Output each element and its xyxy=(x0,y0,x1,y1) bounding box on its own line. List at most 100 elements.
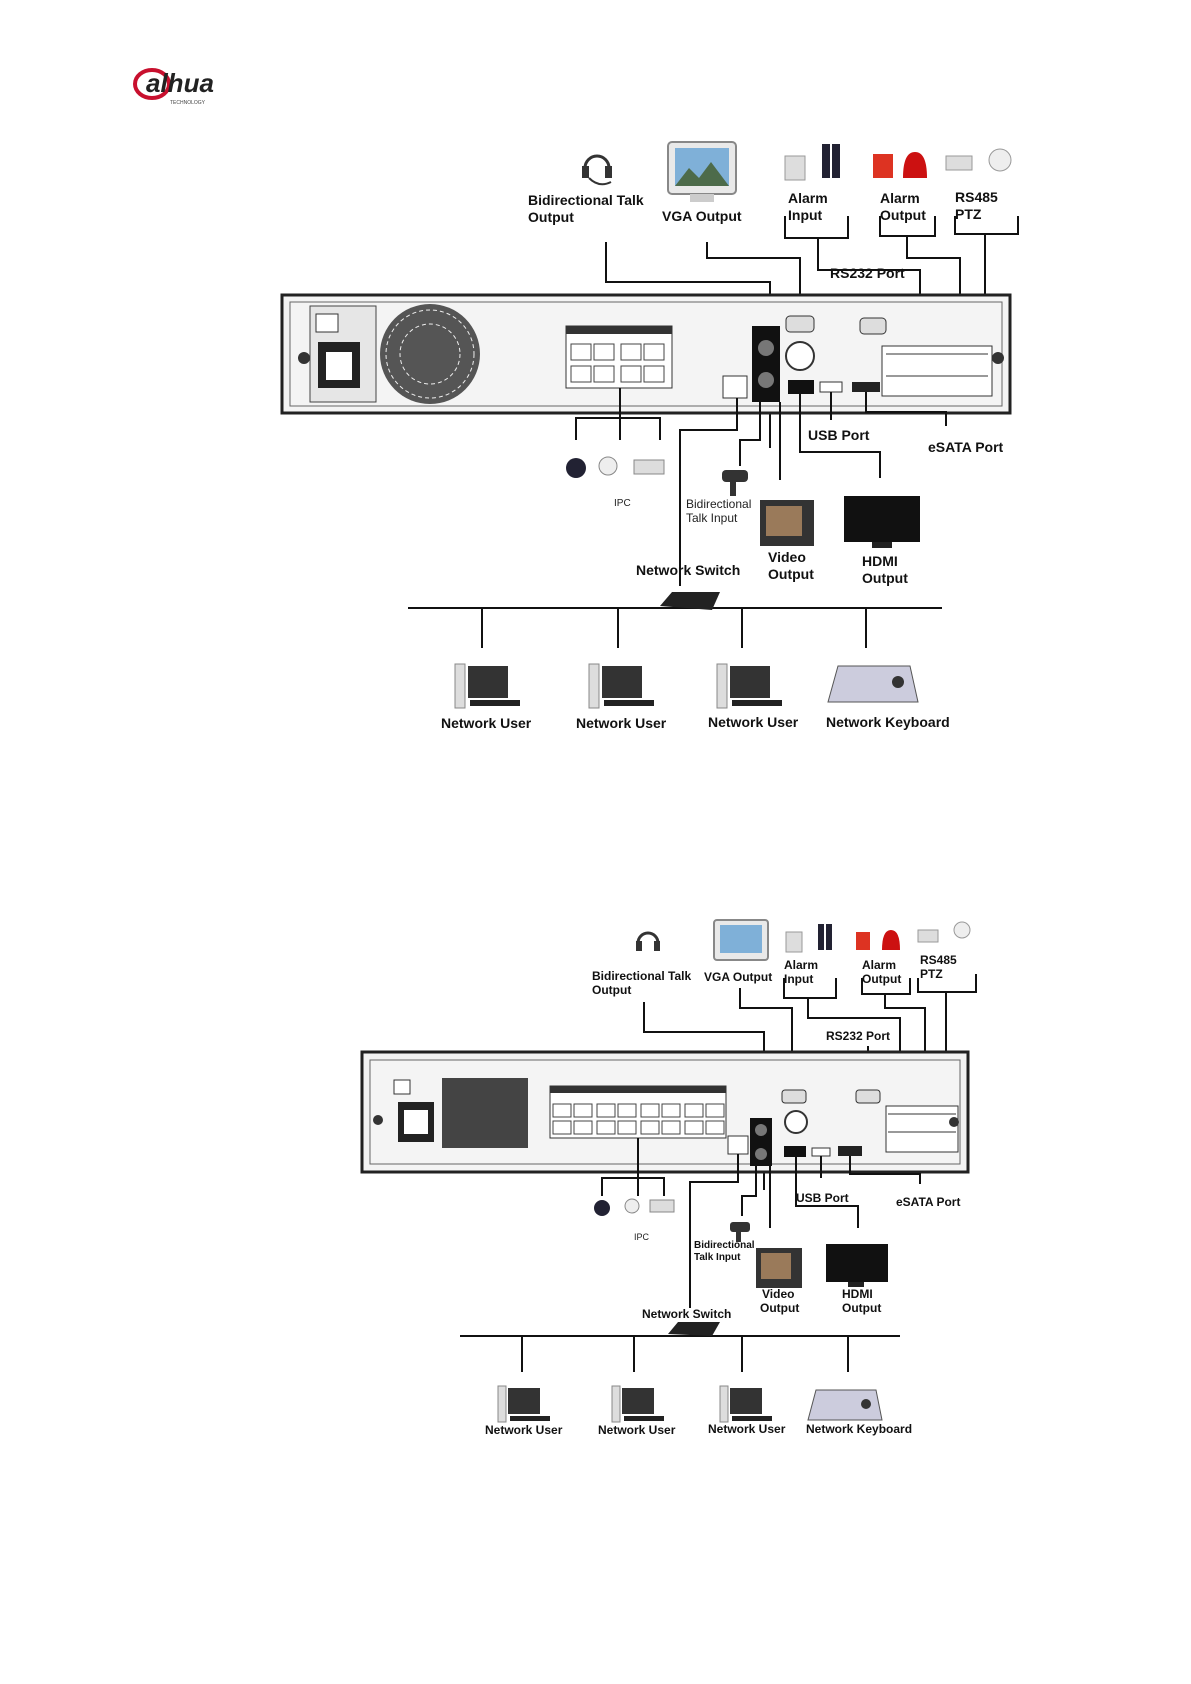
network-user-label: Network User xyxy=(576,715,667,731)
alarm-input-label-line2: Input xyxy=(784,972,813,986)
bidirectional-talk-output-label-line2: Output xyxy=(528,209,574,225)
rs232-port xyxy=(855,1089,881,1104)
nvr-rear-panel xyxy=(360,1050,970,1174)
video-monitor-icon xyxy=(756,1248,802,1288)
usb-port-label: USB Port xyxy=(808,427,870,443)
network-keyboard-label: Network Keyboard xyxy=(806,1422,912,1436)
bidirectional-talk-output-label: Bidirectional Talk xyxy=(528,192,644,208)
audio-ports xyxy=(752,326,780,402)
alarm-input-label: Alarm xyxy=(788,190,828,206)
alarm-output-label: Alarm xyxy=(880,190,920,206)
network-keyboard-icon xyxy=(807,1389,883,1421)
network-user-label: Network User xyxy=(441,715,532,731)
video-output-label-line2: Output xyxy=(768,566,814,582)
ptz-label: PTZ xyxy=(920,967,943,981)
network-switch-icon xyxy=(660,592,720,610)
rs232-port-label: RS232 Port xyxy=(830,265,905,281)
network-user-pc-icon xyxy=(716,663,782,709)
hdmi-output-label: HDMI xyxy=(842,1287,873,1301)
alarm-output-label-line2: Output xyxy=(880,207,926,223)
usb-port-label: USB Port xyxy=(796,1191,849,1205)
esata-port-label: eSATA Port xyxy=(896,1195,960,1209)
usb-port xyxy=(811,1147,831,1157)
network-user-pc-icon xyxy=(719,1385,772,1423)
network-keyboard-icon xyxy=(827,665,919,703)
network-user-label: Network User xyxy=(708,1422,786,1436)
alarm-siren-icon xyxy=(873,152,927,178)
hdmi-output-label: HDMI xyxy=(862,553,898,569)
video-monitor-icon xyxy=(760,500,814,546)
alarm-input-sensors-icon xyxy=(785,924,832,953)
nvr-rear-panel xyxy=(280,293,1012,415)
rs232-port-label: RS232 Port xyxy=(826,1029,890,1043)
network-user-label: Network User xyxy=(598,1423,676,1437)
vga-monitor-icon xyxy=(667,141,737,202)
rs232-port xyxy=(859,317,887,335)
network-user-pc-icon xyxy=(611,1385,664,1423)
ipc-label: IPC xyxy=(634,1232,650,1242)
network-user-label: Network User xyxy=(485,1423,563,1437)
ipc-cameras-icon xyxy=(594,1198,675,1216)
headset-icon xyxy=(636,931,660,951)
microphone-icon xyxy=(730,1222,750,1242)
video-out-port xyxy=(784,1110,808,1134)
network-port xyxy=(727,1135,749,1155)
alarm-input-label-line2: Input xyxy=(788,207,823,223)
ipc-cameras-icon xyxy=(566,456,665,478)
dahua-logo: alhua TECHNOLOGY xyxy=(133,68,214,106)
hdmi-output-label-line2: Output xyxy=(842,1301,881,1315)
network-switch-icon xyxy=(668,1322,720,1336)
rs485-label: RS485 xyxy=(955,189,998,205)
ptz-camera-icon xyxy=(917,921,971,943)
bidirectional-talk-input-label: Bidirectional xyxy=(694,1240,755,1251)
connection-diagram-8-poe: Bidirectional Talk Output VGA Output Ala… xyxy=(280,141,1019,731)
hdmi-output-label-line2: Output xyxy=(862,570,908,586)
bidirectional-talk-input-label-line2: Talk Input xyxy=(694,1252,741,1263)
hdmi-port xyxy=(784,1146,806,1157)
network-user-pc-icon xyxy=(588,663,654,709)
network-user-label: Network User xyxy=(708,714,799,730)
vga-output-label: VGA Output xyxy=(704,970,772,984)
alarm-output-label: Alarm xyxy=(862,958,896,972)
alarm-input-label: Alarm xyxy=(784,958,818,972)
alarm-input-sensors-icon xyxy=(784,144,840,181)
microphone-icon xyxy=(722,470,748,496)
network-user-pc-icon xyxy=(454,663,520,709)
bottom-connection-lines xyxy=(460,1138,921,1372)
video-output-label: Video xyxy=(768,549,806,565)
bidirectional-talk-output-label-line2: Output xyxy=(592,983,631,997)
vga-monitor-icon xyxy=(713,919,769,961)
logo-tagline: TECHNOLOGY xyxy=(170,100,206,106)
bidirectional-talk-input-label: Bidirectional xyxy=(686,497,751,511)
logo-wordmark: alhua xyxy=(146,68,214,98)
bidirectional-talk-input-label-line2: Talk Input xyxy=(686,511,738,525)
bidirectional-talk-output-label: Bidirectional Talk xyxy=(592,969,691,983)
esata-port xyxy=(852,382,880,392)
network-port xyxy=(722,375,748,399)
fan-vent-icon xyxy=(442,1078,528,1148)
fan-icon xyxy=(380,304,480,404)
alarm-output-label-line2: Output xyxy=(862,972,901,986)
video-output-label: Video xyxy=(762,1287,794,1301)
esata-port-label: eSATA Port xyxy=(928,439,1004,455)
network-switch-label: Network Switch xyxy=(636,562,740,578)
video-output-label-line2: Output xyxy=(760,1301,799,1315)
alarm-terminal-block xyxy=(885,1105,959,1153)
vga-output-label: VGA Output xyxy=(662,208,742,224)
connection-diagram-16-poe: Bidirectional Talk Output VGA Output Ala… xyxy=(360,919,977,1437)
bottom-connection-lines xyxy=(408,388,947,648)
esata-port xyxy=(838,1146,862,1156)
headset-icon xyxy=(582,154,612,186)
usb-port xyxy=(819,381,843,393)
network-keyboard-label: Network Keyboard xyxy=(826,714,950,730)
hdmi-port xyxy=(788,380,814,394)
network-user-pc-icon xyxy=(497,1385,550,1423)
ptz-label: PTZ xyxy=(955,206,982,222)
rs485-label: RS485 xyxy=(920,953,957,967)
ipc-label: IPC xyxy=(614,498,631,509)
vga-port xyxy=(781,1089,807,1104)
hdmi-tv-icon xyxy=(844,496,920,548)
logo-swoosh xyxy=(133,68,171,100)
video-out-port xyxy=(785,341,815,371)
ptz-camera-icon xyxy=(945,148,1012,172)
